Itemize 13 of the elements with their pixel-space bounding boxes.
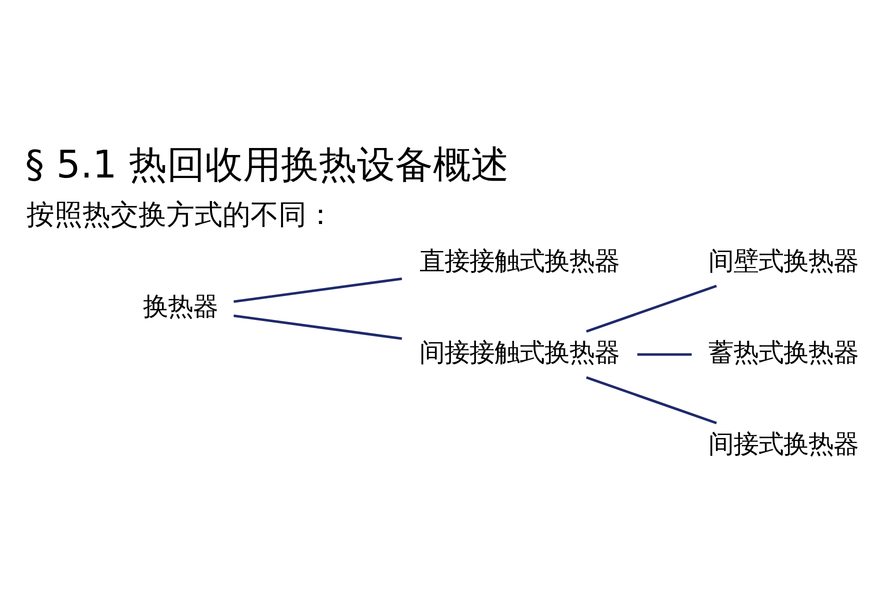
label: 按照热交换方式的不同： xyxy=(26,198,335,232)
connector xyxy=(586,376,717,424)
node-text: 换热器 xyxy=(143,291,218,322)
connector xyxy=(234,314,402,340)
node-text: 直接接触式换热器 xyxy=(420,245,620,276)
connector xyxy=(234,277,402,303)
connector xyxy=(637,353,692,356)
diagram-title: § 5.1 热回收用换热设备概述 xyxy=(25,142,510,187)
node-text: 蓄热式换热器 xyxy=(708,336,858,367)
node-text: 间接式换热器 xyxy=(708,428,858,458)
connector xyxy=(586,284,717,333)
node-text: 间接接触式换热器 xyxy=(420,336,620,367)
node-text: 间壁式换热器 xyxy=(708,245,858,276)
